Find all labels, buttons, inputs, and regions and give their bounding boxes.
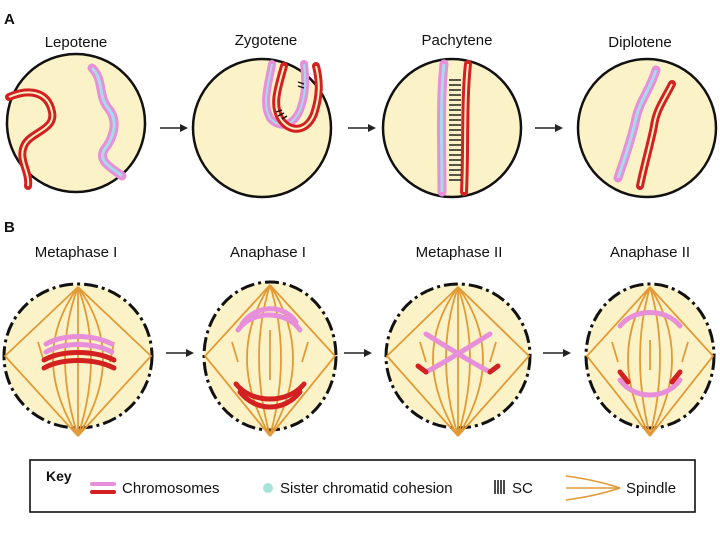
- key-cohesion-label: Sister chromatid cohesion: [280, 480, 453, 497]
- key-spindle-label: Spindle: [626, 480, 676, 497]
- stage-label-zygotene: Zygotene: [235, 32, 298, 49]
- chromosome-pink-pachytene: [442, 64, 445, 192]
- stage-label-diplotene: Diplotene: [608, 34, 671, 51]
- panel-b-label: B: [4, 219, 15, 236]
- stage-label-lepotene: Lepotene: [45, 34, 108, 51]
- stage-label-anaphase-2: Anaphase II: [610, 244, 690, 261]
- cell-metaphase-2: [386, 284, 530, 436]
- stage-label-metaphase-2: Metaphase II: [416, 244, 503, 261]
- stage-label-pachytene: Pachytene: [422, 32, 493, 49]
- cell-metaphase-1: [4, 284, 152, 436]
- panel-a-label: A: [4, 11, 15, 28]
- stage-label-anaphase-1: Anaphase I: [230, 244, 306, 261]
- cell-anaphase-2: [586, 284, 714, 436]
- cell-zygotene: [193, 59, 331, 197]
- cell-lepotene: [7, 54, 145, 192]
- key-title: Key: [46, 468, 72, 484]
- key-chromosomes-label: Chromosomes: [122, 480, 220, 497]
- stage-label-metaphase-1: Metaphase I: [35, 244, 118, 261]
- cell-diplotene: [578, 59, 716, 197]
- cell-pachytene: [383, 59, 521, 197]
- key-box: Key Chromosomes Sister chromatid cohesio…: [30, 460, 695, 512]
- chromosome-red-pachytene: [464, 64, 468, 192]
- key-cohesion-icon: [263, 483, 273, 493]
- key-sc-label: SC: [512, 480, 533, 497]
- cell-anaphase-1: [204, 282, 336, 436]
- sc-pachytene: [449, 80, 461, 180]
